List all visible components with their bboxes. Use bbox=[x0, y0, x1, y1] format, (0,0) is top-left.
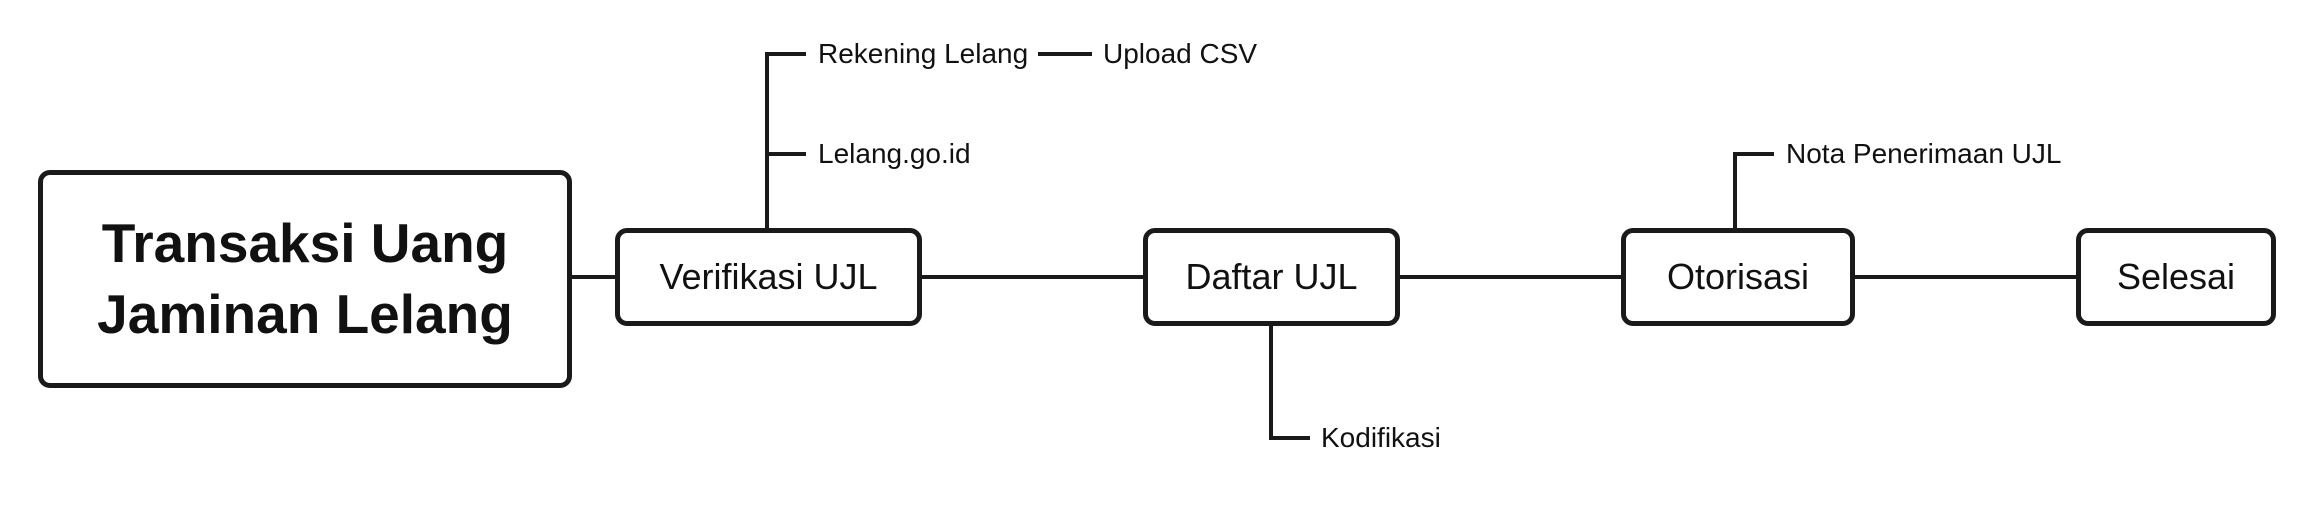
node-verifikasi-ujl[interactable]: Verifikasi UJL bbox=[615, 228, 922, 326]
root-title-line-1: Transaksi Uang bbox=[101, 211, 509, 274]
node-label: Otorisasi bbox=[1666, 256, 1810, 297]
leaf-upload-csv[interactable]: Upload CSV bbox=[1103, 38, 1258, 69]
connector-rekening-lelang bbox=[765, 52, 806, 230]
connector-kodifikasi bbox=[1269, 325, 1310, 440]
root-title-line-2: Jaminan Lelang bbox=[97, 283, 513, 345]
node-daftar-ujl[interactable]: Daftar UJL bbox=[1143, 228, 1400, 326]
node-selesai[interactable]: Selesai bbox=[2076, 228, 2276, 326]
node-label: Selesai bbox=[2116, 256, 2236, 297]
root-node-transaksi-uang-jaminan-lelang[interactable]: Transaksi Uang Jaminan Lelang bbox=[38, 170, 572, 388]
root-node-title: Transaksi Uang Jaminan Lelang bbox=[97, 208, 513, 351]
node-otorisasi[interactable]: Otorisasi bbox=[1621, 228, 1855, 326]
leaf-rekening-lelang[interactable]: Rekening Lelang bbox=[818, 38, 1029, 69]
node-label: Daftar UJL bbox=[1185, 256, 1358, 297]
connector-nota-penerimaan bbox=[1733, 152, 1774, 230]
node-label: Verifikasi UJL bbox=[659, 256, 878, 297]
leaf-lelang-go-id[interactable]: Lelang.go.id bbox=[818, 138, 971, 169]
leaf-nota-penerimaan-ujl[interactable]: Nota Penerimaan UJL bbox=[1786, 138, 2062, 169]
leaf-kodifikasi[interactable]: Kodifikasi bbox=[1321, 422, 1441, 453]
